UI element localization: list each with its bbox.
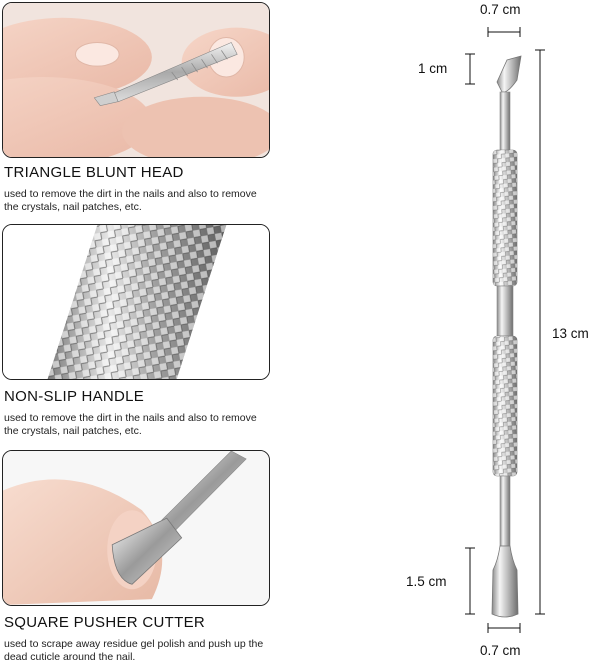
feature-desc-handle: used to remove the dirt in the nails and… [4, 412, 257, 437]
tool-lower-neck [499, 475, 511, 547]
head-length-marker [465, 53, 475, 85]
total-length-marker [535, 49, 545, 615]
triangle-head-photo [2, 2, 270, 158]
total-length-label: 13 cm [552, 326, 589, 341]
tool-dimension-diagram [465, 27, 545, 633]
tool-triangle-head [496, 55, 522, 93]
feature-title-handle: NON-SLIP HANDLE [4, 388, 145, 405]
feature-title-triangle: TRIANGLE BLUNT HEAD [4, 164, 184, 181]
tool-upper-neck [499, 91, 511, 153]
feature-desc-triangle: used to remove the dirt in the nails and… [4, 188, 257, 213]
pusher-length-label: 1.5 cm [406, 574, 447, 589]
feature-title-pusher: SQUARE PUSHER CUTTER [4, 614, 206, 631]
feature-desc-pusher: used to scrape away residue gel polish a… [4, 638, 264, 663]
bottom-width-marker [487, 623, 521, 633]
tool-square-pusher [491, 545, 519, 618]
square-pusher-photo [2, 450, 270, 606]
knurled-handle-photo [2, 224, 270, 380]
top-width-marker [487, 27, 521, 37]
bottom-width-label: 0.7 cm [480, 643, 521, 658]
pusher-length-marker [465, 547, 475, 615]
head-length-label: 1 cm [418, 61, 448, 76]
tool-middle-band [496, 285, 514, 337]
top-width-label: 0.7 cm [480, 2, 521, 17]
